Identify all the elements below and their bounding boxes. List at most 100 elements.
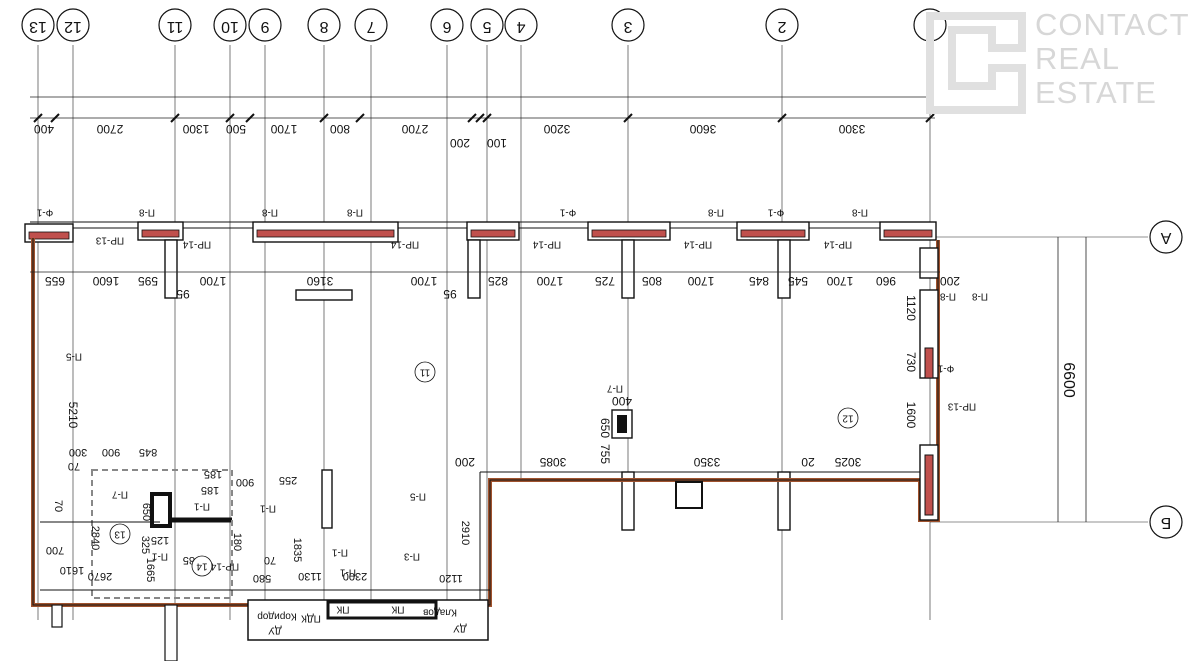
dim-tick bbox=[225, 113, 235, 123]
dim-top-400: 400 bbox=[34, 122, 54, 136]
service-label-ДУ: ДУ bbox=[453, 622, 467, 633]
room-number-13: 13 bbox=[114, 528, 126, 539]
dim-lower-845: 845 bbox=[139, 446, 157, 458]
mark-ПР-13: ПР-13 bbox=[947, 400, 976, 411]
dim-lower-125: 125 bbox=[151, 534, 169, 546]
dim-row-1600: 1600 bbox=[92, 274, 119, 288]
dim-lower-1130: 1130 bbox=[298, 570, 322, 582]
service-label-ПК: ПК bbox=[391, 603, 404, 614]
facade-pier-fill-2 bbox=[256, 229, 395, 238]
column-core bbox=[617, 415, 627, 433]
mark-П-5: П-5 bbox=[66, 350, 83, 361]
dim-tick bbox=[467, 113, 477, 123]
dim-tick bbox=[319, 113, 329, 123]
dim-row-1700: 1700 bbox=[826, 274, 853, 288]
axis-bubble-12 bbox=[56, 8, 90, 42]
dim-row-805: 805 bbox=[642, 274, 662, 288]
axis-label-5: 5 bbox=[482, 18, 491, 35]
dim-tick bbox=[33, 113, 43, 123]
facade-pier-fill-0 bbox=[28, 231, 70, 240]
axis-label-4: 4 bbox=[516, 18, 525, 35]
axis-label-13: 13 bbox=[29, 18, 47, 35]
dim-tick bbox=[777, 113, 787, 123]
dim-lower-900: 900 bbox=[102, 446, 120, 458]
dim-mid-95: 95 bbox=[176, 287, 190, 301]
dimension-lines bbox=[30, 96, 1087, 522]
axis-label-8: 8 bbox=[319, 18, 328, 35]
room-bubble-11 bbox=[414, 361, 436, 383]
service-label-Коридор: Коридор bbox=[257, 610, 297, 621]
dim-mid-20: 20 bbox=[801, 455, 815, 469]
axis-label-6: 6 bbox=[442, 18, 451, 35]
axis-bubble-A bbox=[1149, 220, 1183, 254]
axis-label-12: 12 bbox=[64, 18, 82, 35]
axis-bubble-9 bbox=[248, 8, 282, 42]
axis-bubble-5 bbox=[470, 8, 504, 42]
beam-1 bbox=[295, 289, 353, 301]
dim-lower-2300: 2300 bbox=[343, 570, 367, 582]
dim-top-500: 500 bbox=[226, 122, 246, 136]
right-pier-1 bbox=[919, 247, 939, 279]
axis-label-3: 3 bbox=[623, 18, 632, 35]
dim-top-2700: 2700 bbox=[96, 122, 123, 136]
room-bubble-14 bbox=[191, 555, 213, 577]
axis-bubble-13 bbox=[21, 8, 55, 42]
mark-Ф-1: Ф-1 bbox=[559, 206, 576, 217]
dim-mid-3085: 3085 bbox=[539, 455, 566, 469]
service-shaft bbox=[326, 600, 438, 620]
shaft-mid bbox=[675, 481, 703, 509]
dim-lower-2910: 2910 bbox=[459, 521, 471, 545]
dim-top-3600: 3600 bbox=[689, 122, 716, 136]
dim-lower-70: 70 bbox=[52, 500, 64, 512]
mark-П-8: П-8 bbox=[972, 290, 989, 301]
dim-lower-70: 70 bbox=[68, 460, 80, 472]
dim-tick bbox=[355, 113, 365, 123]
dim-row-1700: 1700 bbox=[410, 274, 437, 288]
dim-lower-2840: 2840 bbox=[89, 526, 101, 550]
dim-lower-1835: 1835 bbox=[291, 538, 303, 562]
logo-line-real: REAL bbox=[1035, 41, 1120, 76]
mark-П-1: П-1 bbox=[152, 550, 169, 561]
facade-pier-fill-1 bbox=[141, 229, 180, 238]
dim-top-200: 200 bbox=[450, 136, 470, 150]
column-4 bbox=[321, 469, 333, 529]
right-pier-fill bbox=[924, 347, 934, 379]
mark-Ф-1: Ф-1 bbox=[767, 206, 784, 217]
dim-lower-185: 185 bbox=[204, 468, 222, 480]
dim-mid-400: 400 bbox=[612, 394, 632, 408]
dim-row-725: 725 bbox=[595, 274, 615, 288]
dim-right-1120: 1120 bbox=[904, 295, 918, 321]
dim-tick bbox=[482, 113, 492, 123]
dim-row-1700: 1700 bbox=[536, 274, 563, 288]
axis-bubble-11 bbox=[158, 8, 192, 42]
mark-П-8: П-8 bbox=[708, 206, 725, 217]
mark-П-1: П-1 bbox=[332, 546, 349, 557]
mark-П-3: П-3 bbox=[404, 550, 421, 561]
dim-row-845: 845 bbox=[749, 274, 769, 288]
dim-lower-650: 650 bbox=[140, 503, 152, 521]
mark-П-1: П-1 bbox=[260, 502, 277, 513]
dim-right-total: 6600 bbox=[1060, 362, 1077, 398]
dim-lower-1120: 1120 bbox=[439, 572, 463, 584]
facade-pier-fill-5 bbox=[740, 229, 806, 238]
logo-line-contact: CONTACT bbox=[1035, 7, 1190, 42]
dim-top-100: 100 bbox=[487, 136, 507, 150]
mark-П-5: П-5 bbox=[410, 490, 427, 501]
mark-П-1: П-1 bbox=[340, 566, 357, 577]
dim-lower-1610: 1610 bbox=[60, 564, 84, 576]
service-label-ДУ: ДУ bbox=[268, 624, 282, 635]
dim-row-960: 960 bbox=[876, 274, 896, 288]
axis-bubble-Б bbox=[1149, 505, 1183, 539]
mark-П-7: П-7 bbox=[607, 382, 624, 393]
room-number-12: 12 bbox=[842, 412, 854, 423]
dim-tick bbox=[475, 113, 485, 123]
column-2 bbox=[621, 239, 635, 299]
axis-label-9: 9 bbox=[260, 18, 269, 35]
mark-П-8: П-8 bbox=[347, 206, 364, 217]
mark-П-8: П-8 bbox=[262, 206, 279, 217]
mark-ПР-14: ПР-14 bbox=[390, 238, 419, 249]
dim-mid-200: 200 bbox=[455, 455, 475, 469]
axis-bubble-3 bbox=[611, 8, 645, 42]
axis-bubble-10 bbox=[213, 8, 247, 42]
